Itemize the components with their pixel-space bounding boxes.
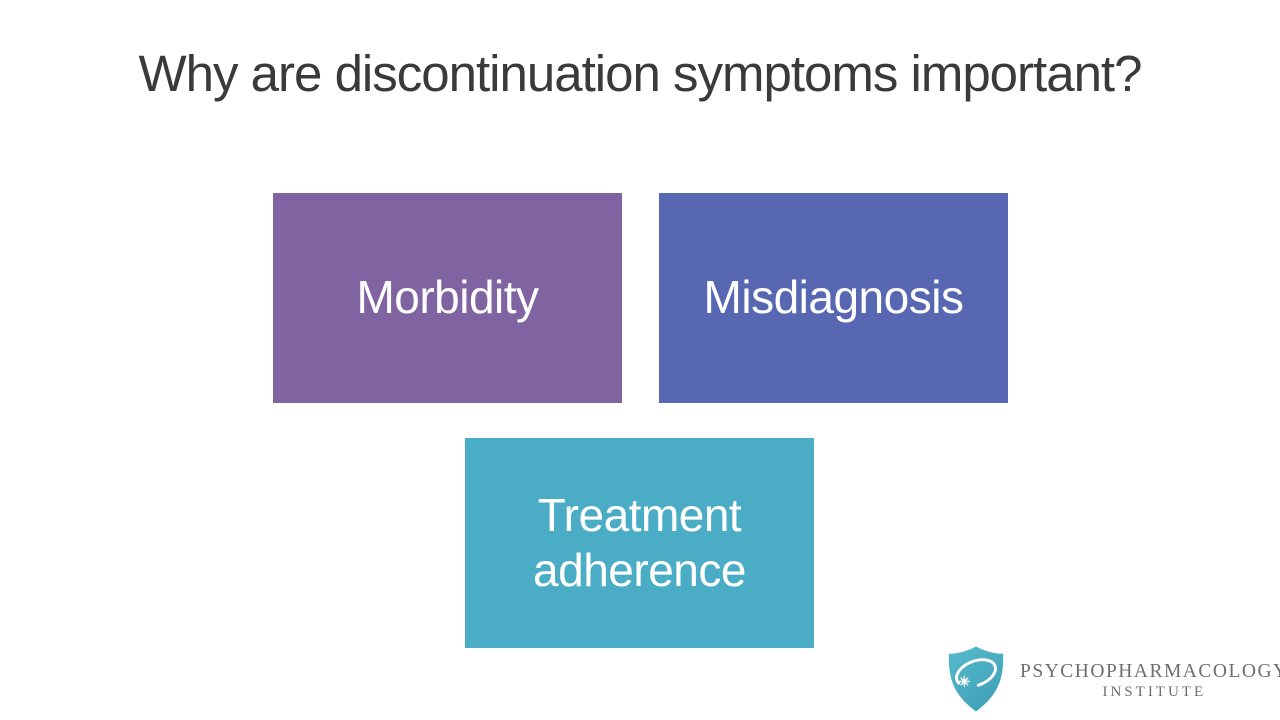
shield-neuron-icon xyxy=(948,646,1004,712)
psychopharmacology-institute-logo: PSYCHOPHARMACOLOGY INSTITUTE xyxy=(944,644,1280,714)
morbidity-label: Morbidity xyxy=(356,271,539,324)
logo-institution-subtitle: INSTITUTE xyxy=(1102,683,1207,700)
misdiagnosis-label: Misdiagnosis xyxy=(703,271,964,324)
treatment-adherence-label: Treatment adherence xyxy=(533,488,746,596)
morbidity-box: Morbidity xyxy=(273,193,622,403)
treatment-adherence-box: Treatment adherence xyxy=(465,438,814,648)
logo-text: PSYCHOPHARMACOLOGY INSTITUTE xyxy=(1020,657,1280,701)
logo-institution-name: PSYCHOPHARMACOLOGY xyxy=(1020,661,1280,683)
misdiagnosis-box: Misdiagnosis xyxy=(659,193,1008,403)
slide-title: Why are discontinuation symptoms importa… xyxy=(138,45,1143,102)
